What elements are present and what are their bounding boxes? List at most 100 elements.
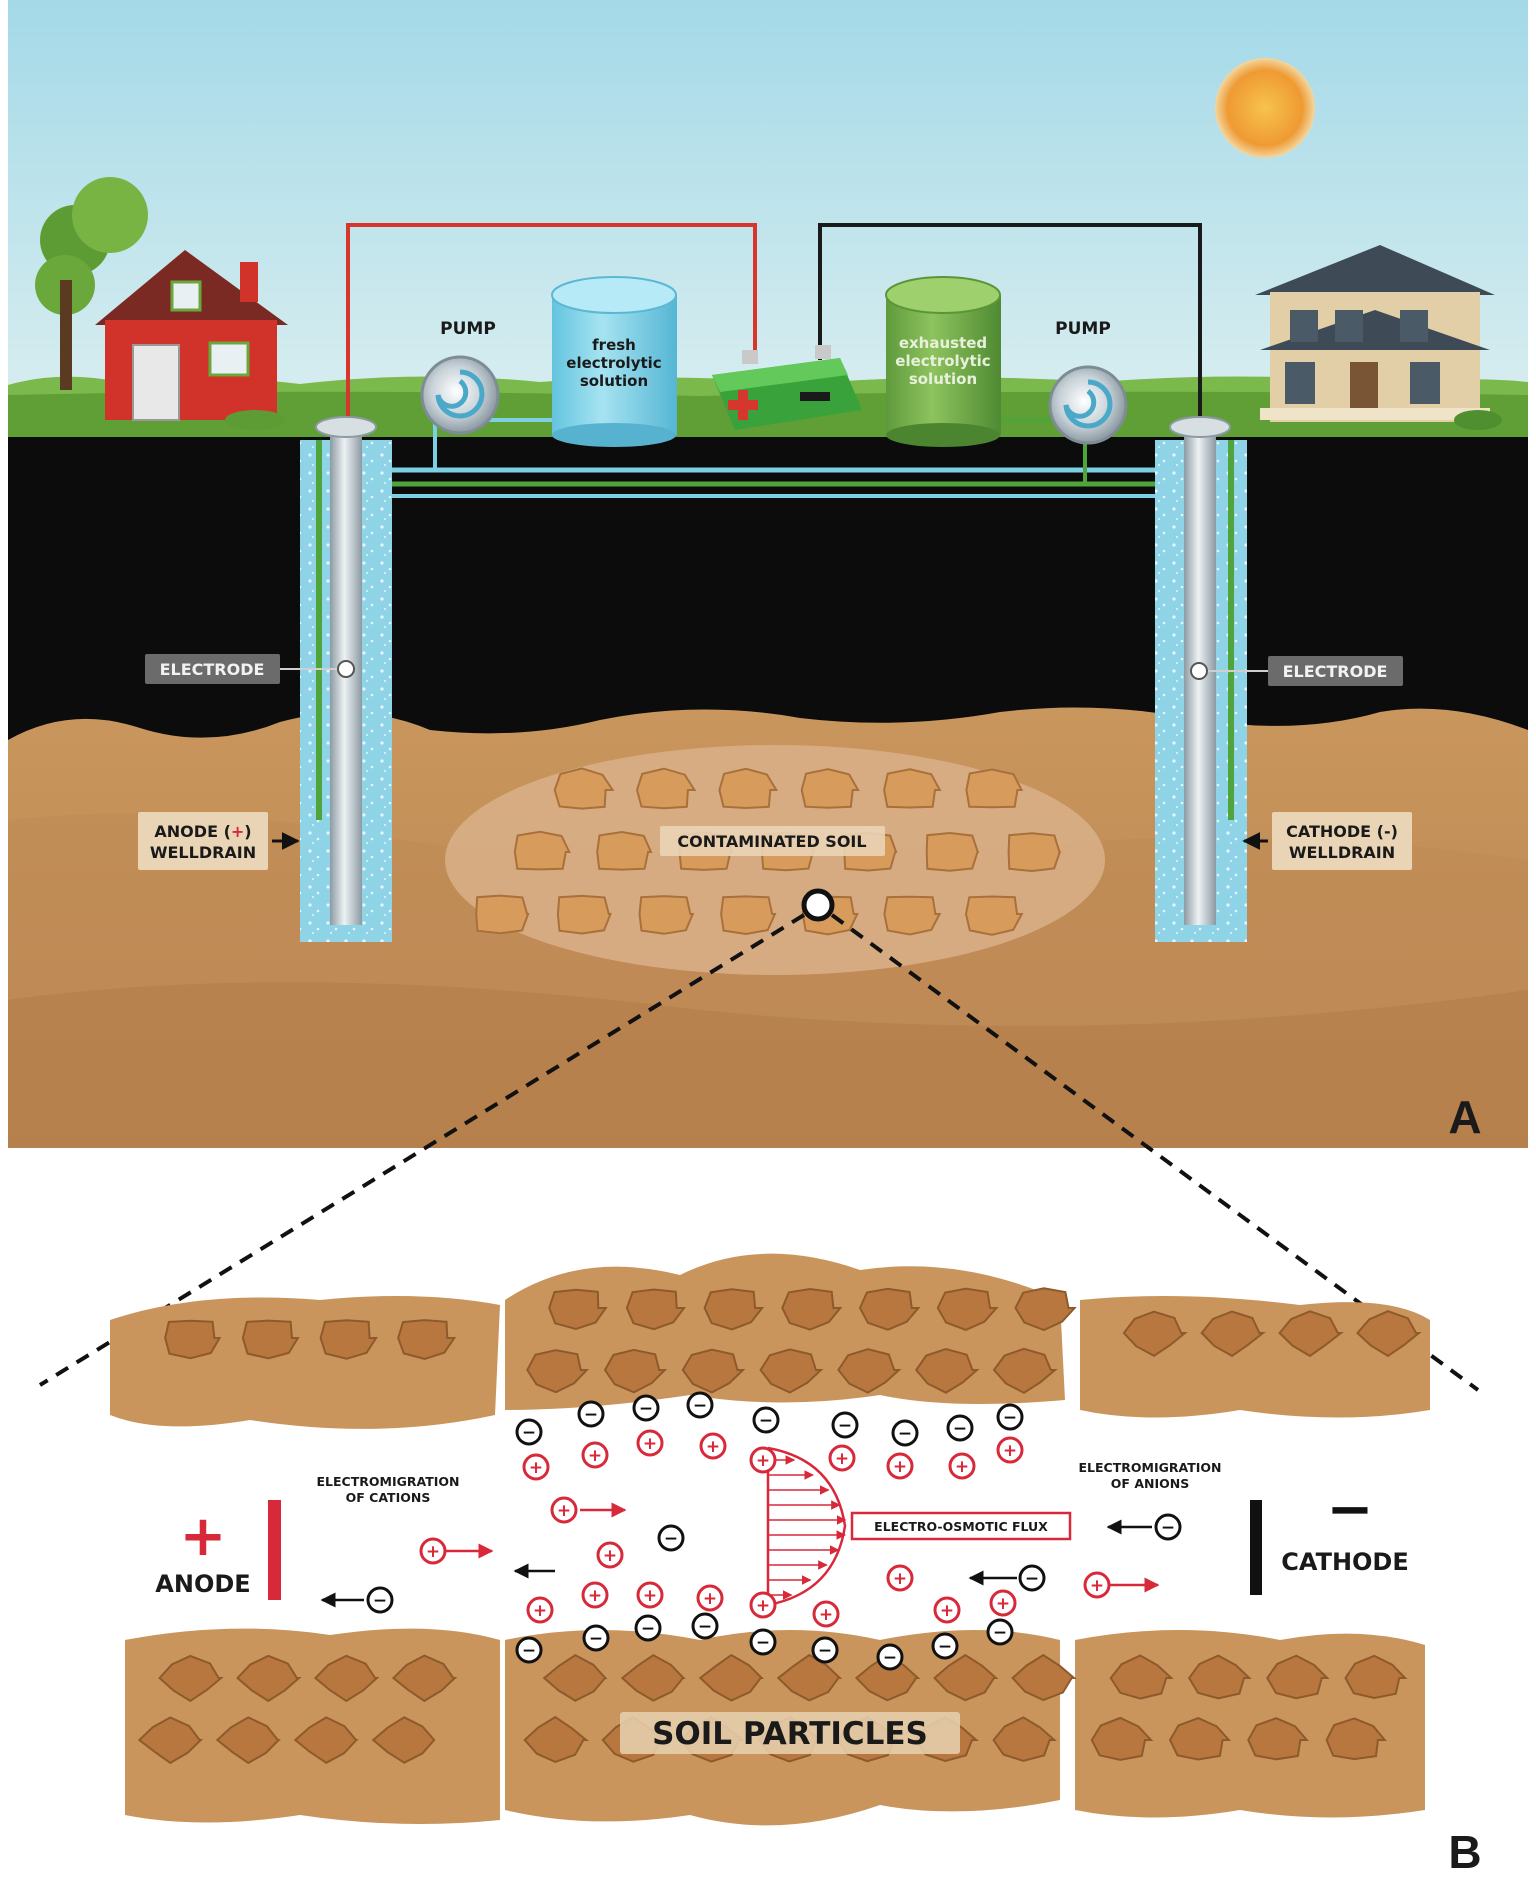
- electro-osmotic-flux-profile: ELECTRO-OSMOTIC FLUX: [766, 1446, 1072, 1607]
- anode-welldrain-line-1: ANODE (+): [154, 822, 251, 841]
- soil-grain: [837, 1348, 902, 1394]
- right-house-icon: [1255, 245, 1502, 430]
- soil-grain: [293, 1716, 359, 1764]
- svg-text:+: +: [1090, 1576, 1104, 1596]
- soil-grain: [933, 1653, 999, 1702]
- svg-text:+: +: [756, 1451, 770, 1471]
- soil-block-top-right: [1080, 1296, 1430, 1418]
- contaminated-soil-label: CONTAMINATED SOIL: [677, 832, 866, 851]
- svg-text:−: −: [938, 1637, 952, 1657]
- soil-grain: [475, 894, 530, 935]
- soil-grain: [526, 1349, 590, 1394]
- soil-grain: [718, 767, 779, 810]
- soil-grain: [1122, 1310, 1188, 1357]
- soil-grain: [965, 768, 1024, 809]
- soil-grain: [596, 830, 653, 871]
- right-pump-icon: [1048, 365, 1128, 445]
- anode-label: ANODE: [155, 1570, 250, 1598]
- soil-grain: [638, 895, 695, 935]
- anion-icon: −: [515, 1636, 543, 1664]
- soil-grain: [1014, 1287, 1077, 1332]
- cation-icon: +: [581, 1581, 609, 1609]
- anion-icon: −: [1018, 1564, 1046, 1592]
- electromigration-cations-line-2: OF CATIONS: [346, 1490, 431, 1505]
- cation-icon: +: [996, 1436, 1024, 1464]
- soil-grain: [158, 1654, 224, 1703]
- soil-grain: [513, 830, 571, 871]
- soil-grain: [620, 1654, 686, 1702]
- soil-grain: [854, 1653, 921, 1702]
- soil-grain: [236, 1654, 302, 1703]
- anion-icon: −: [811, 1636, 839, 1664]
- svg-text:−: −: [759, 1411, 773, 1431]
- svg-text:−: −: [698, 1617, 712, 1637]
- svg-text:+: +: [819, 1605, 833, 1625]
- soil-grain: [681, 1348, 746, 1394]
- soil-grain: [1090, 1716, 1154, 1761]
- cation-icon: +: [828, 1444, 856, 1472]
- cation-icon: +: [886, 1564, 914, 1592]
- soil-grain: [542, 1654, 608, 1702]
- soil-grain: [391, 1654, 458, 1703]
- electro-osmotic-flux-label: ELECTRO-OSMOTIC FLUX: [874, 1519, 1048, 1534]
- soil-grain: [371, 1716, 436, 1764]
- electromigration-anions-line-1: ELECTROMIGRATION: [1079, 1460, 1222, 1475]
- soil-grain: [164, 1319, 222, 1360]
- svg-text:−: −: [883, 1648, 897, 1668]
- soil-grain: [776, 1653, 843, 1702]
- anion-icon: −: [366, 1586, 394, 1614]
- svg-text:+: +: [588, 1586, 602, 1606]
- exhausted-tank-line-3: solution: [909, 370, 977, 388]
- fresh-tank-line-2: electrolytic: [566, 354, 661, 372]
- svg-text:+: +: [426, 1542, 440, 1562]
- cathode-welldrain-line-2: WELLDRAIN: [1289, 843, 1395, 862]
- soil-grain: [137, 1716, 204, 1765]
- anode-plus-sign: +: [180, 1504, 227, 1569]
- soil-grain: [1200, 1310, 1266, 1358]
- cathode-plate: [1250, 1500, 1262, 1595]
- cation-icon: +: [419, 1537, 447, 1565]
- ion-group: −−−−−−−−−−−−−−−−−−−+++++++++++++++++++++…: [320, 1391, 1182, 1671]
- soil-grain: [241, 1319, 300, 1360]
- electromigration-cations-line-1: ELECTROMIGRATION: [317, 1474, 460, 1489]
- soil-grain: [698, 1653, 765, 1702]
- svg-text:+: +: [955, 1457, 969, 1477]
- exhausted-electrolyte-tank: [885, 276, 1001, 447]
- soil-grain: [720, 895, 777, 936]
- svg-text:+: +: [1003, 1441, 1017, 1461]
- soil-grain: [215, 1716, 281, 1765]
- anion-icon: −: [691, 1612, 719, 1640]
- cation-icon: +: [812, 1600, 840, 1628]
- soil-grain: [1278, 1310, 1344, 1358]
- soil-grain: [548, 1288, 608, 1331]
- cation-icon: +: [550, 1496, 578, 1524]
- soil-grain: [858, 1287, 921, 1331]
- soil-grain: [1007, 832, 1062, 873]
- exhausted-tank-line-1: exhausted: [899, 334, 987, 352]
- cation-icon: +: [526, 1596, 554, 1624]
- anion-icon: −: [996, 1403, 1024, 1431]
- soil-grain: [523, 1715, 590, 1763]
- svg-text:+: +: [557, 1501, 571, 1521]
- svg-text:−: −: [693, 1396, 707, 1416]
- soil-particles-label: SOIL PARTICLES: [652, 1716, 928, 1752]
- soil-grain: [964, 895, 1024, 936]
- cathode-minus-sign: −: [1327, 1477, 1374, 1542]
- svg-text:−: −: [993, 1623, 1007, 1643]
- panel-a: PUMP PUMP fresh electrolytic solution ex…: [8, 0, 1528, 1150]
- anion-icon: −: [657, 1524, 685, 1552]
- svg-text:+: +: [533, 1601, 547, 1621]
- anion-icon: −: [891, 1419, 919, 1447]
- svg-text:−: −: [641, 1619, 655, 1639]
- anode-plate: [268, 1500, 281, 1600]
- cation-icon: +: [699, 1432, 727, 1460]
- anion-icon: −: [946, 1414, 974, 1442]
- cathode-welldrain-line-1: CATHODE (-): [1286, 822, 1398, 841]
- svg-text:−: −: [838, 1416, 852, 1436]
- svg-text:+: +: [643, 1586, 657, 1606]
- anion-icon: −: [577, 1400, 605, 1428]
- soil-block-top-left: [110, 1296, 500, 1429]
- underground-layer: [8, 437, 1528, 767]
- anion-icon: −: [1154, 1513, 1182, 1541]
- cation-icon: +: [596, 1541, 624, 1569]
